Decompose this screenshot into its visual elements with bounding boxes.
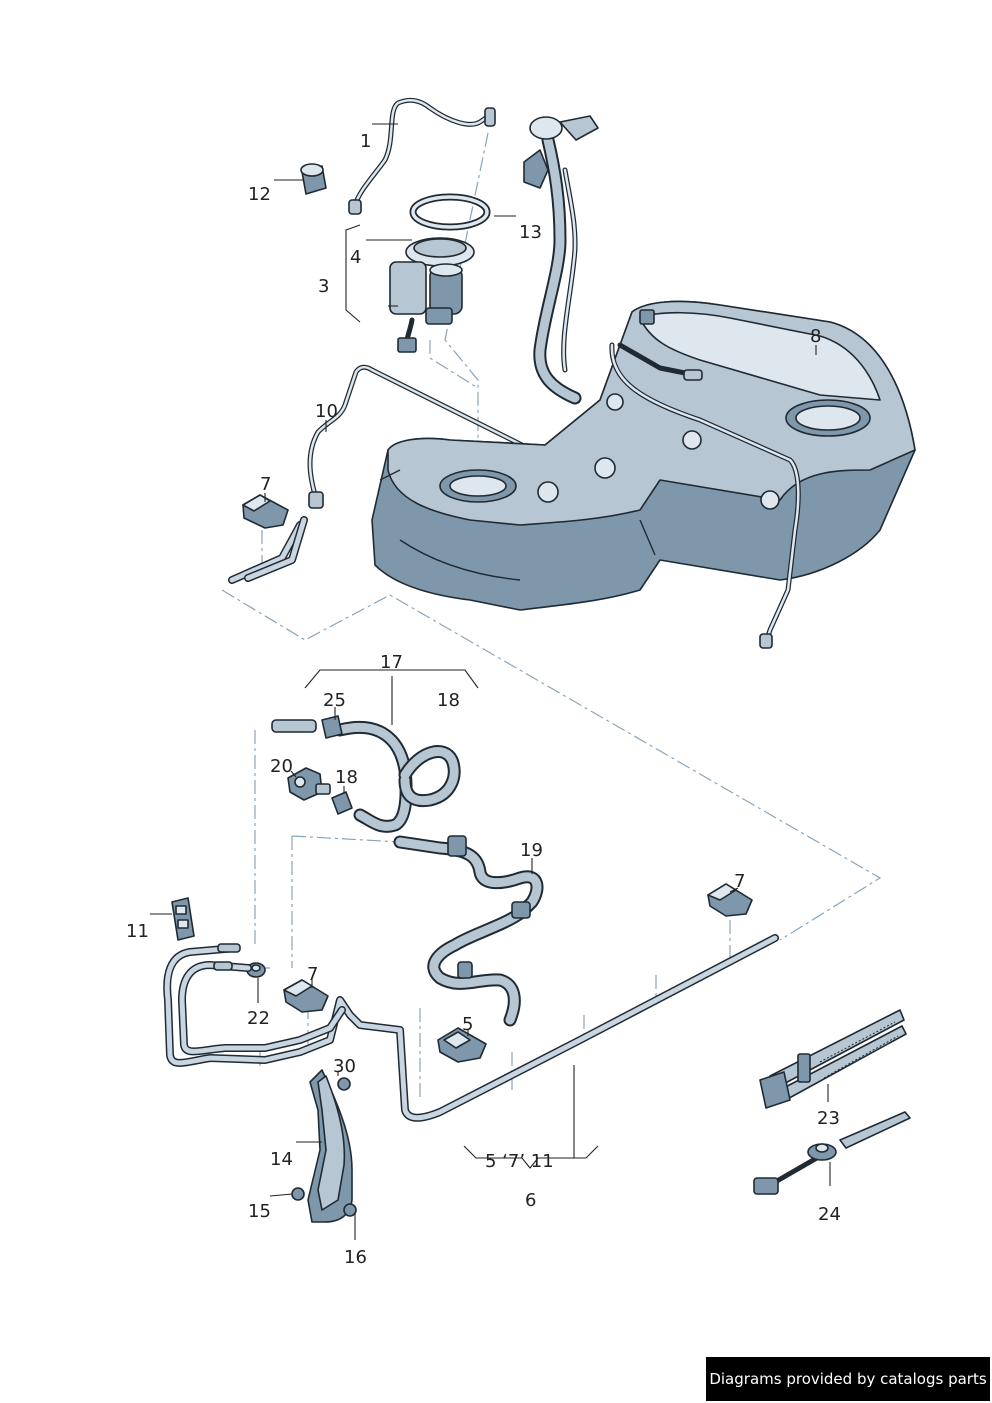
callout-14: 14 xyxy=(270,1149,293,1170)
callout-12: 12 xyxy=(248,184,271,205)
callout-1: 1 xyxy=(360,131,371,152)
callout-6: 6 xyxy=(525,1190,536,1211)
leader-lines xyxy=(150,123,831,1240)
part-19-vent-hose xyxy=(393,835,544,1027)
callout-10: 10 xyxy=(315,401,338,422)
callout-18-top: 18 xyxy=(437,690,460,711)
callout-24: 24 xyxy=(818,1204,841,1225)
part-24-cable-tie xyxy=(753,1111,911,1195)
callout-4: 4 xyxy=(350,247,361,268)
part-16-bolt xyxy=(343,1203,357,1217)
part-5-clip xyxy=(437,1027,487,1063)
part-15-nut xyxy=(291,1187,305,1201)
callout-7-upper: 7 xyxy=(260,474,271,495)
callout-3: 3 xyxy=(318,276,329,297)
callout-30: 30 xyxy=(333,1056,356,1077)
part-23-cable-tie-holder xyxy=(759,1009,907,1109)
callout-13: 13 xyxy=(519,222,542,243)
part-8-fuel-tank xyxy=(371,300,916,649)
callout-11: 11 xyxy=(126,921,149,942)
callout-23: 23 xyxy=(817,1108,840,1129)
filler-neck xyxy=(523,115,599,405)
part-17-breather-hose xyxy=(333,720,461,833)
callout-5: 5 xyxy=(462,1014,473,1035)
callout-6-group: 5 ‘7’ 11 xyxy=(485,1151,554,1172)
part-11-clip xyxy=(171,897,195,941)
part-30-nut xyxy=(337,1077,351,1091)
callout-18-mid: 18 xyxy=(335,767,358,788)
callout-7-middle: 7 xyxy=(307,964,318,985)
part-13-lock-ring xyxy=(409,193,491,231)
part-3-fuel-pump-module xyxy=(389,237,475,353)
part-7-clip-right xyxy=(707,883,753,917)
part-25-connector xyxy=(271,715,343,739)
part-18-clamp xyxy=(331,791,353,815)
callout-25: 25 xyxy=(323,690,346,711)
part-20-valve xyxy=(287,767,331,801)
watermark-credit: Diagrams provided by catalogs parts xyxy=(706,1357,990,1401)
callout-labels: 1 12 13 4 3 10 8 7 17 18 25 20 18 19 7 1… xyxy=(126,131,841,1268)
callout-15: 15 xyxy=(248,1201,271,1222)
part-7-clip-middle xyxy=(283,979,329,1013)
callout-17: 17 xyxy=(380,652,403,673)
callout-22: 22 xyxy=(247,1008,270,1029)
part-14-bracket xyxy=(307,1069,353,1223)
part-7-clip-upper xyxy=(242,494,289,529)
callout-20: 20 xyxy=(270,756,293,777)
callout-8: 8 xyxy=(810,326,821,347)
callout-7-right: 7 xyxy=(734,871,745,892)
part-12-grommet xyxy=(300,163,327,195)
line-segment-upper xyxy=(228,516,308,584)
part-6-fuel-line-assembly xyxy=(163,934,779,1122)
callout-19: 19 xyxy=(520,840,543,861)
callout-16: 16 xyxy=(344,1247,367,1268)
part-1-wiring-harness xyxy=(348,97,496,215)
